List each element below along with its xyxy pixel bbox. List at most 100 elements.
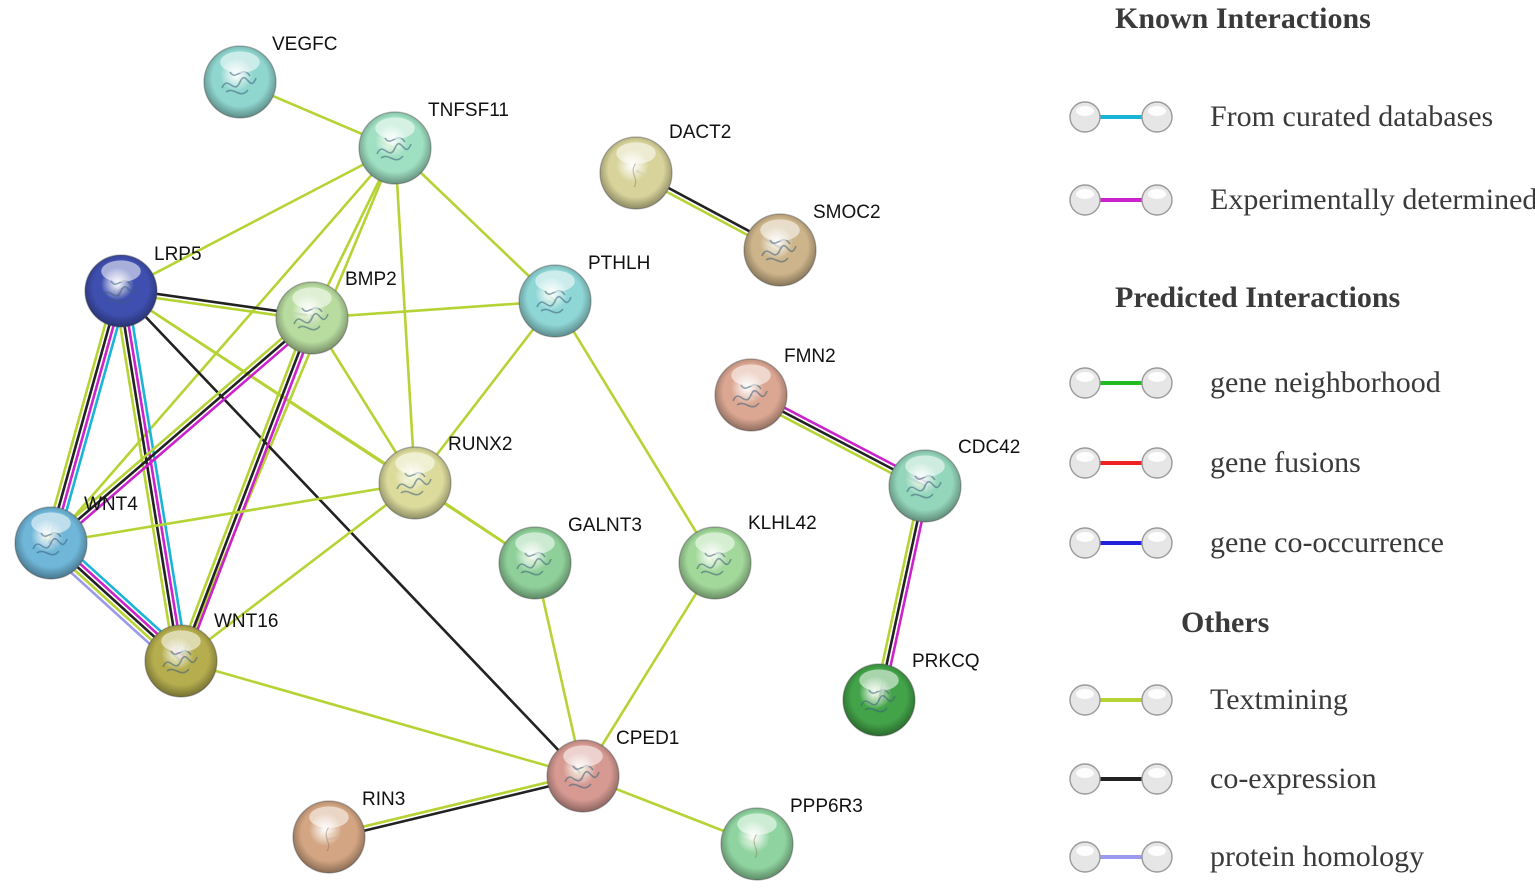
edge-strand-textmining — [393, 146, 417, 485]
edge-bmp2-pthlh[interactable] — [310, 299, 557, 320]
edge-strand-textmining — [179, 659, 585, 778]
node-fmn2[interactable]: FMN2 — [714, 346, 836, 432]
node-highlight — [515, 532, 555, 554]
edge-strand-textmining — [49, 146, 397, 545]
node-label: GALNT3 — [568, 515, 642, 536]
edge-strand-coexpression — [47, 289, 121, 544]
node-ppp6r3[interactable]: PPP6R3 — [720, 796, 863, 881]
edge-bmp2-wnt16[interactable] — [175, 315, 318, 664]
node-cdc42[interactable]: CDC42 — [888, 437, 1020, 523]
legend-label: protein homology — [1210, 840, 1424, 873]
edge-pthlh-klhl42[interactable] — [553, 299, 717, 565]
legend-item-from-curated-databases: From curated databases — [1069, 100, 1493, 133]
edge-galnt3-cped1[interactable] — [533, 561, 585, 778]
node-highlight — [563, 745, 603, 767]
legend-item-textmining: Textmining — [1069, 683, 1348, 716]
node-highlight — [731, 364, 771, 387]
edge-cped1-rin3[interactable] — [327, 772, 585, 841]
edge-strand-textmining — [581, 561, 717, 778]
edge-strand-textmining — [327, 772, 584, 837]
node-smoc2[interactable]: SMOC2 — [743, 202, 881, 287]
legend-label: gene co-occurrence — [1210, 526, 1444, 559]
node-label: FMN2 — [784, 346, 836, 367]
edge-lrp5-wnt4[interactable] — [43, 288, 129, 546]
edge-tnfsf11-runx2[interactable] — [393, 146, 417, 485]
interaction-edges — [43, 80, 931, 846]
legend-swatch-icon — [1069, 447, 1173, 479]
edge-pthlh-runx2[interactable] — [413, 299, 557, 485]
edge-strand-textmining — [413, 299, 557, 485]
edge-strand-experimental — [51, 290, 125, 545]
legend-section-predicted-interactions: Predicted Interactions gene neighborhood g… — [1069, 281, 1444, 559]
edge-strand-textmining — [113, 290, 177, 664]
node-highlight — [737, 813, 777, 835]
edge-strand-experimental — [52, 319, 317, 548]
edge-strand-textmining — [533, 561, 585, 778]
node-vegfc[interactable]: VEGFC — [203, 34, 337, 119]
node-rin3[interactable]: RIN3 — [292, 789, 405, 874]
edge-strand-experimental — [183, 318, 318, 664]
edge-strand-textmining — [175, 315, 310, 661]
edge-strand-textmining — [119, 146, 397, 293]
node-label: PTHLH — [588, 253, 650, 274]
edge-strand-coexpression — [877, 484, 927, 702]
edge-strand-coexpression — [328, 776, 585, 841]
edge-klhl42-cped1[interactable] — [581, 561, 717, 778]
node-highlight — [375, 117, 415, 139]
node-bmp2[interactable]: BMP2 — [275, 269, 397, 355]
edge-cdc42-prkcq[interactable] — [873, 483, 931, 703]
node-cped1[interactable]: CPED1 — [546, 728, 679, 813]
node-highlight — [760, 219, 800, 241]
edge-tnfsf11-pthlh[interactable] — [393, 146, 557, 303]
legend-swatch-icon — [1069, 527, 1173, 559]
node-runx2[interactable]: RUNX2 — [378, 434, 512, 520]
legend-item-protein-homology: protein homology — [1069, 840, 1424, 873]
edge-strand-experimental — [881, 485, 931, 703]
node-label: DACT2 — [669, 122, 731, 143]
node-label: CPED1 — [616, 728, 679, 749]
edge-tnfsf11-lrp5[interactable] — [119, 146, 397, 293]
node-label: CDC42 — [958, 437, 1020, 458]
node-highlight — [859, 669, 899, 691]
node-pthlh[interactable]: PTHLH — [518, 253, 650, 338]
edge-strand-coexpression — [117, 290, 181, 663]
node-label: VEGFC — [272, 34, 337, 55]
node-wnt4[interactable]: WNT4 — [14, 494, 138, 580]
node-highlight — [395, 452, 435, 475]
legend-label: gene neighborhood — [1210, 366, 1441, 399]
node-label: BMP2 — [345, 269, 397, 290]
legend-item-experimentally-determined: Experimentally determined — [1069, 183, 1535, 216]
edge-bmp2-wnt4[interactable] — [46, 313, 317, 548]
node-label: SMOC2 — [813, 202, 881, 223]
legend-item-co-expression: co-expression — [1069, 762, 1377, 795]
edge-wnt16-cped1[interactable] — [179, 659, 585, 778]
node-highlight — [31, 512, 71, 534]
legend-heading: Predicted Interactions — [1115, 281, 1400, 314]
node-lrp5[interactable]: LRP5 — [84, 244, 202, 328]
node-galnt3[interactable]: GALNT3 — [498, 515, 642, 600]
edge-runx2-wnt4[interactable] — [49, 481, 417, 545]
edge-tnfsf11-wnt4[interactable] — [49, 146, 397, 545]
node-tnfsf11[interactable]: TNFSF11 — [358, 100, 509, 185]
legend-heading: Known Interactions — [1115, 2, 1371, 35]
edge-runx2-wnt16[interactable] — [179, 481, 417, 663]
node-label: RIN3 — [362, 789, 405, 810]
edge-tnfsf11-wnt16[interactable] — [179, 146, 397, 663]
edge-strand-textmining — [393, 146, 557, 303]
edge-strand-textmining — [553, 299, 717, 565]
edge-strand-experimental — [121, 289, 185, 662]
node-highlight — [101, 260, 141, 283]
node-wnt16[interactable]: WNT16 — [144, 611, 278, 698]
edge-lrp5-cped1[interactable] — [119, 289, 585, 778]
node-dact2[interactable]: DACT2 — [599, 122, 731, 210]
node-klhl42[interactable]: KLHL42 — [678, 513, 817, 600]
node-highlight — [309, 806, 349, 828]
legend-swatch-icon — [1069, 101, 1173, 133]
edge-strand-textmining — [179, 481, 417, 663]
legend-item-gene-co-occurrence: gene co-occurrence — [1069, 526, 1444, 559]
node-label: LRP5 — [154, 244, 202, 265]
edge-lrp5-wnt16[interactable] — [113, 288, 189, 664]
legend-label: Experimentally determined — [1210, 183, 1535, 216]
node-prkcq[interactable]: PRKCQ — [842, 651, 980, 737]
